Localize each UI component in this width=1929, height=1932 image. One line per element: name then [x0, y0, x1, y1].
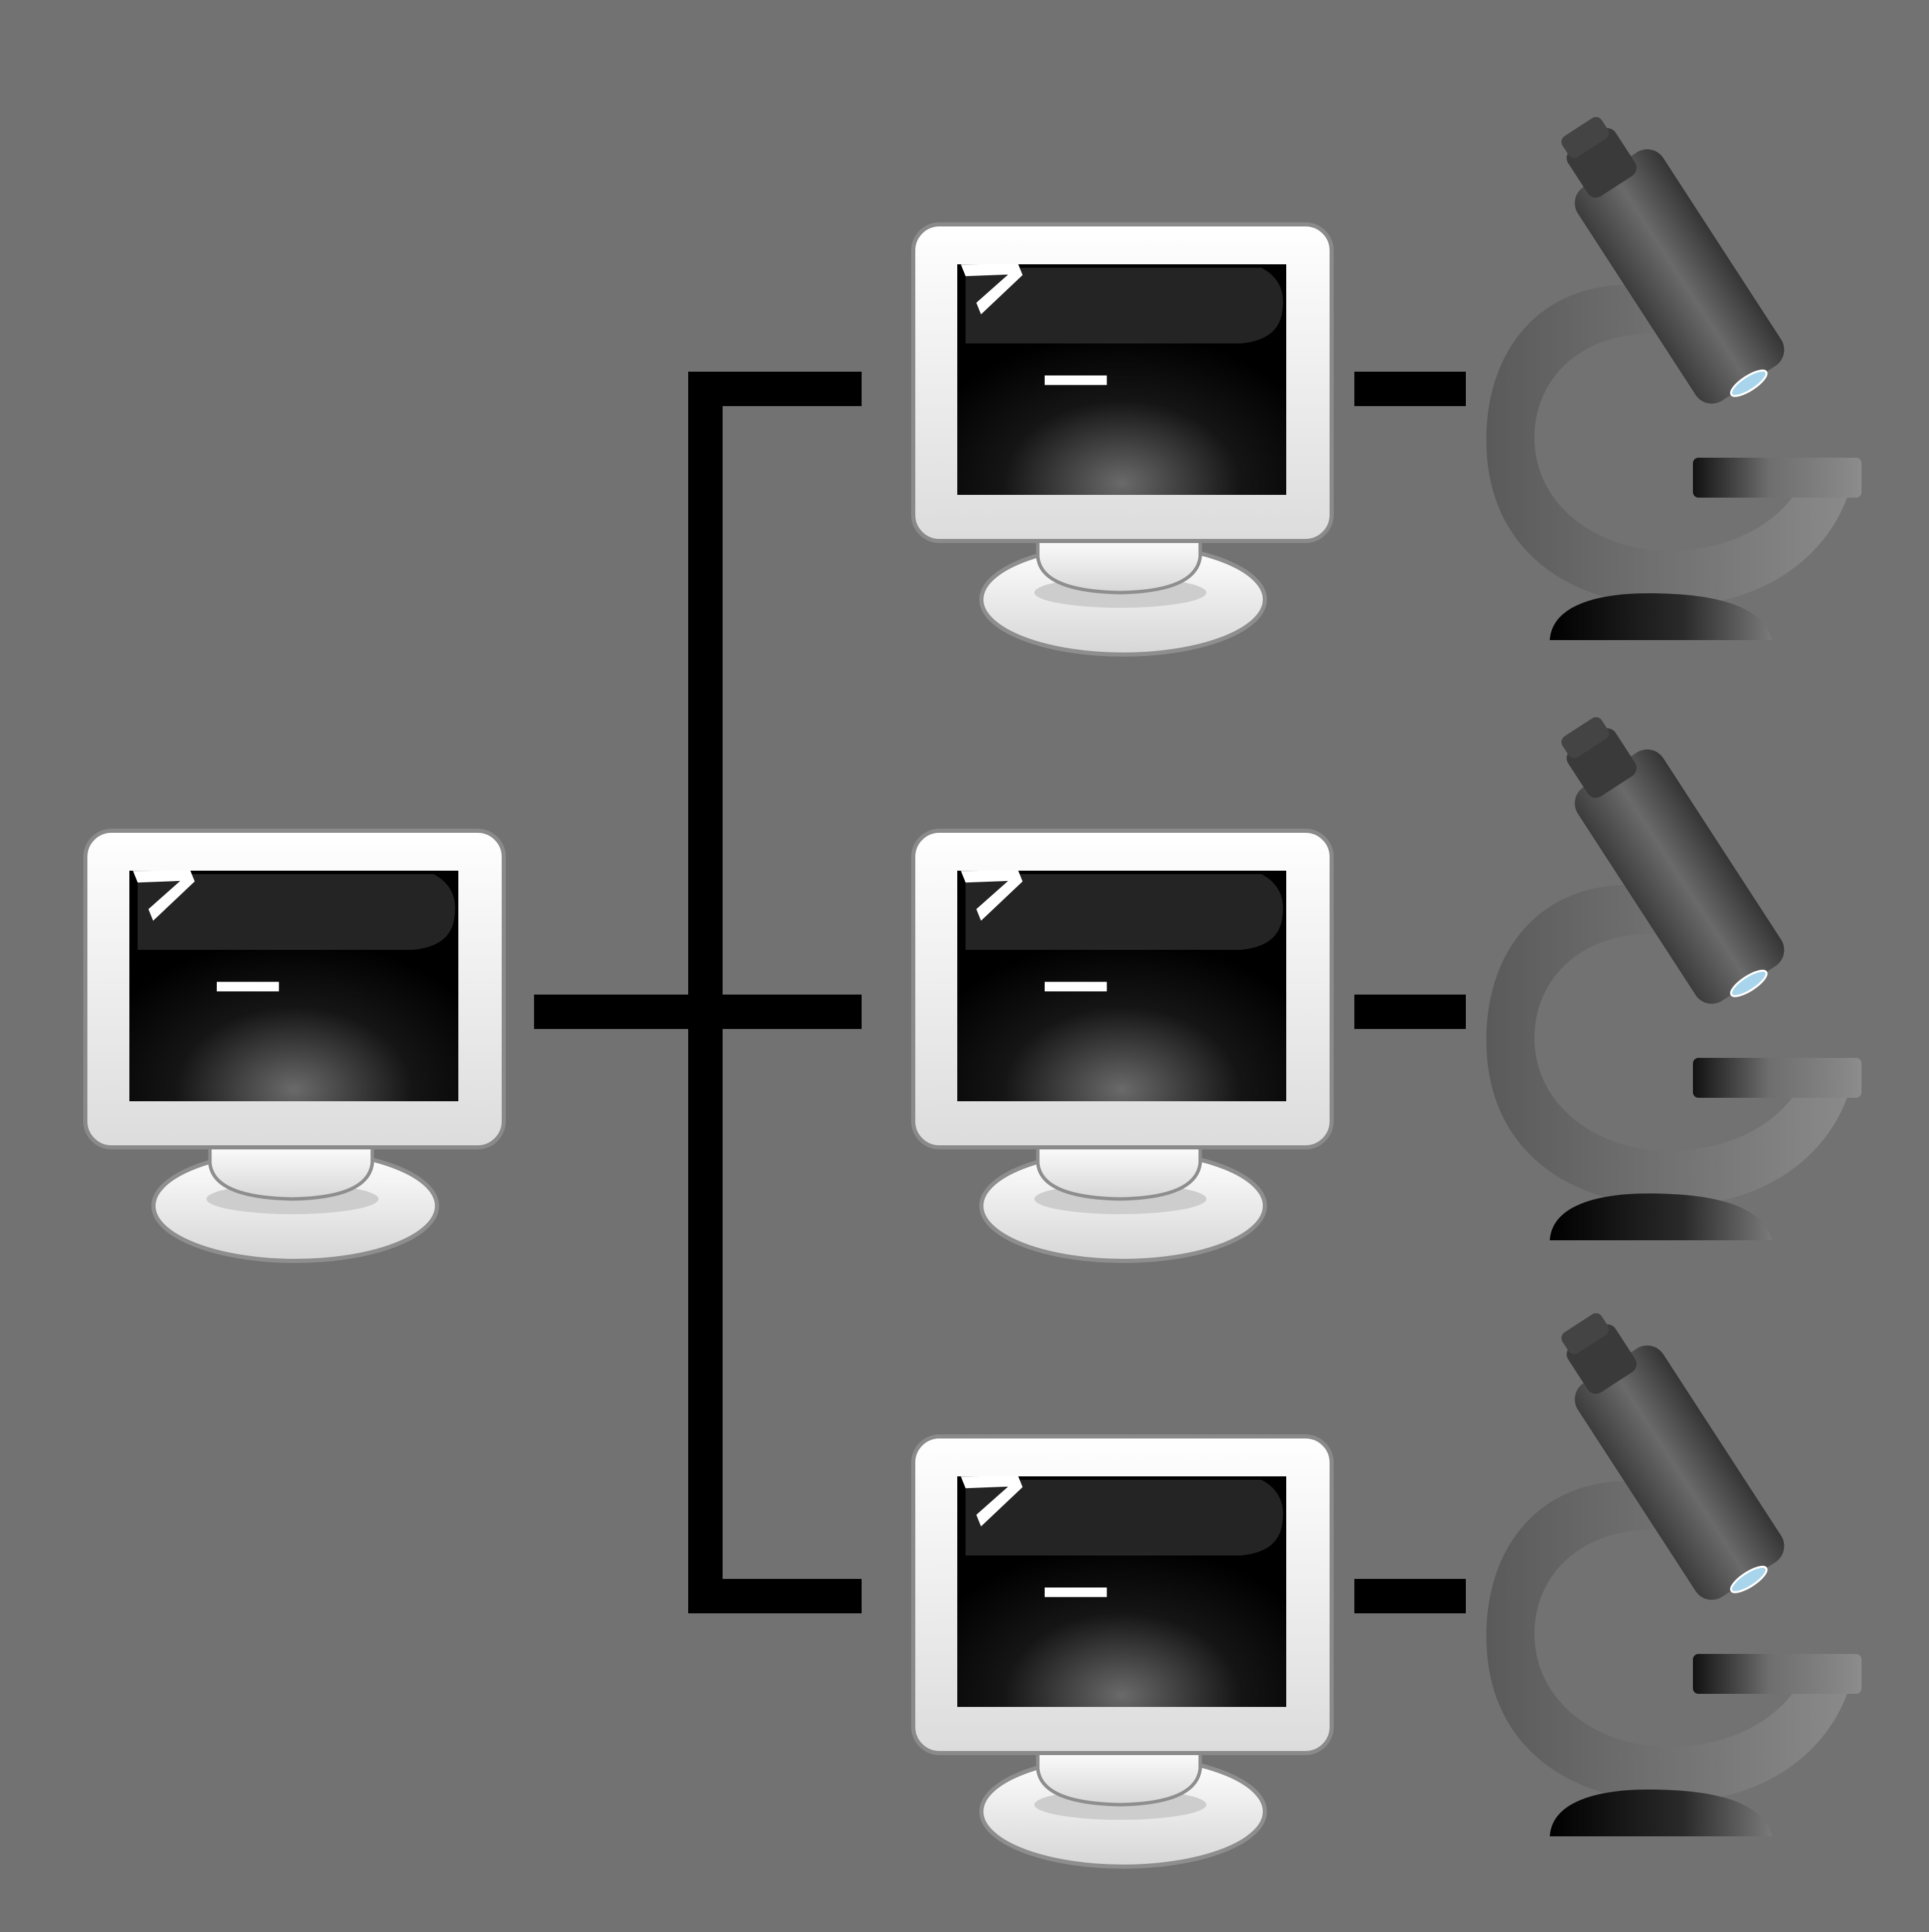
screen-glare: [966, 1480, 1283, 1556]
microscope-icon: [1486, 716, 1862, 1240]
microscope-tube: [1575, 1345, 1784, 1600]
screen-glare: [966, 268, 1283, 343]
worker-computer-1[interactable]: > _: [911, 210, 1334, 657]
screen-glare: [138, 874, 456, 950]
microscope-tube: [1575, 149, 1784, 404]
cursor-symbol: _: [1045, 266, 1107, 385]
connector-bus-to-worker-3: [688, 1579, 862, 1613]
connector-bus-vertical: [688, 372, 723, 1613]
connector-worker-1-to-instrument-1: [1354, 372, 1466, 406]
microscope-base: [1550, 1193, 1772, 1240]
microscope-icon: [1486, 116, 1862, 640]
controller-computer[interactable]: > _: [83, 816, 506, 1263]
cursor-symbol: _: [1045, 872, 1107, 992]
microscope-tube: [1575, 749, 1784, 1004]
connector-worker-2-to-instrument-2: [1354, 995, 1466, 1029]
microscope-icon: [1486, 1313, 1862, 1836]
microscope-stage: [1693, 458, 1862, 498]
microscope-arm: [1486, 284, 1851, 606]
microscope-base: [1550, 593, 1772, 640]
connector-worker-3-to-instrument-3: [1354, 1579, 1466, 1613]
microscope-eyepiece-cap: [1561, 116, 1609, 158]
monitor-screen: [957, 871, 1286, 1101]
cursor-symbol: _: [1045, 1478, 1107, 1597]
connector-lines: [534, 372, 1466, 1613]
microscope-arm: [1486, 884, 1851, 1206]
connector-bus-to-worker-1: [688, 372, 862, 406]
monitor-stand: [208, 1140, 374, 1201]
worker-computer-2[interactable]: > _: [911, 816, 1334, 1263]
microscope-lens: [1729, 369, 1768, 397]
microscope-stage: [1693, 1058, 1862, 1098]
monitor-screen: [957, 1476, 1286, 1707]
screen-glare: [966, 874, 1283, 950]
microscope-eyepiece-cap: [1561, 1313, 1609, 1355]
microscope-base: [1550, 1790, 1772, 1836]
microscope-lens: [1729, 1565, 1768, 1593]
worker-computer-3[interactable]: > _: [911, 1422, 1334, 1869]
cursor-symbol: _: [217, 872, 279, 992]
microscope-eyepiece-cap: [1561, 716, 1609, 758]
monitor-stand: [1036, 534, 1202, 595]
monitor-stand: [1036, 1746, 1202, 1807]
monitor-stand: [1036, 1140, 1202, 1201]
microscope-stage: [1693, 1654, 1862, 1694]
monitor-screen: [957, 264, 1286, 495]
microscope-lens: [1729, 969, 1768, 997]
microscope-arm: [1486, 1480, 1851, 1802]
monitor-screen: [129, 871, 458, 1101]
